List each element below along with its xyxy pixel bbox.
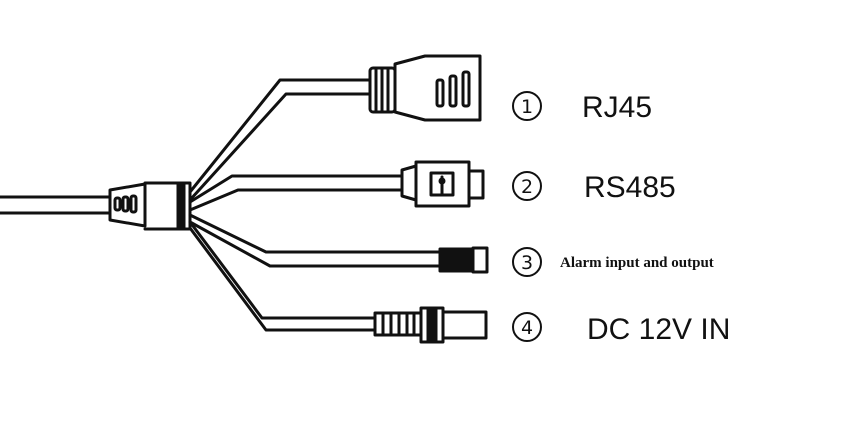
number-marker-4	[512, 312, 542, 342]
number-marker-1	[512, 91, 542, 121]
label-rs485: RS485	[584, 171, 676, 204]
main-cable	[0, 195, 112, 215]
label-alarm: Alarm input and output	[560, 255, 714, 271]
branch-wire-rj45	[188, 78, 372, 202]
dc-power-connector	[373, 306, 488, 344]
branch-wire-rs485	[188, 174, 404, 212]
number-4: 4	[521, 317, 533, 339]
number-3: 3	[521, 252, 533, 274]
rj45-connector	[368, 54, 482, 122]
number-marker-3	[512, 247, 542, 277]
cable-hub	[108, 181, 192, 231]
number-marker-2	[512, 171, 542, 201]
number-2: 2	[521, 176, 533, 198]
number-1: 1	[521, 96, 533, 118]
branch-wire-power	[188, 220, 377, 332]
rs485-connector	[400, 160, 485, 208]
alarm-connector	[438, 246, 489, 274]
label-rj45: RJ45	[582, 91, 652, 124]
label-dc-power: DC 12V IN	[587, 313, 730, 346]
branch-wire-alarm	[188, 213, 442, 268]
